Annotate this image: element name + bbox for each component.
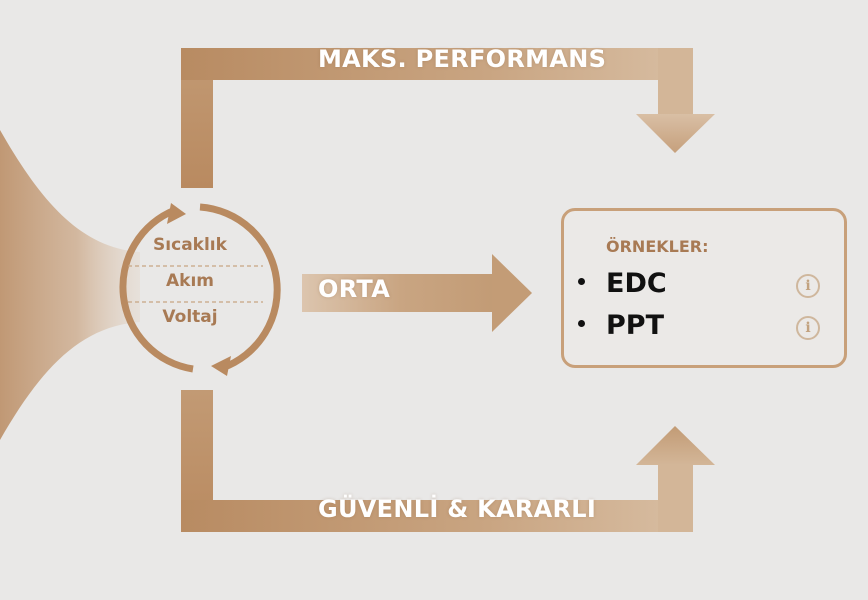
bottom-path-arrowhead <box>636 426 715 465</box>
cycle-parameter-temperature: Sıcaklık <box>153 235 227 255</box>
example-label: PPT <box>606 310 664 341</box>
top-path-drop <box>658 48 693 114</box>
cycle-arc-right <box>199 203 281 372</box>
cycle-parameter-voltage: Voltaj <box>162 307 218 327</box>
info-icon[interactable]: i <box>796 316 820 340</box>
input-funnel <box>0 130 140 440</box>
examples-title: ÖRNEKLER: <box>606 237 709 256</box>
example-item-edc: EDC i <box>578 267 828 303</box>
middle-path-shaft <box>302 274 498 312</box>
cycle-parameter-current: Akım <box>165 271 214 291</box>
example-label: EDC <box>606 268 667 299</box>
cycle-arrowhead-top <box>167 203 186 224</box>
bullet-icon <box>578 320 585 327</box>
top-path-bar <box>181 48 693 80</box>
bottom-path-bar <box>181 500 693 532</box>
path-label-safe-stable: GÜVENLİ & KARARLI <box>318 495 597 523</box>
cycle-arc-left <box>119 206 194 373</box>
info-icon[interactable]: i <box>796 274 820 298</box>
cycle-arrowhead-bottom <box>211 356 231 376</box>
bottom-path-rise <box>658 465 693 532</box>
bullet-icon <box>578 278 585 285</box>
top-path-arrowhead <box>636 114 715 153</box>
example-item-ppt: PPT i <box>578 309 828 345</box>
path-label-max-performance: MAKS. PERFORMANS <box>318 45 607 73</box>
path-label-middle: ORTA <box>318 275 391 303</box>
middle-path-arrowhead <box>492 254 532 332</box>
examples-panel: ÖRNEKLER: EDC i PPT i <box>561 208 847 368</box>
